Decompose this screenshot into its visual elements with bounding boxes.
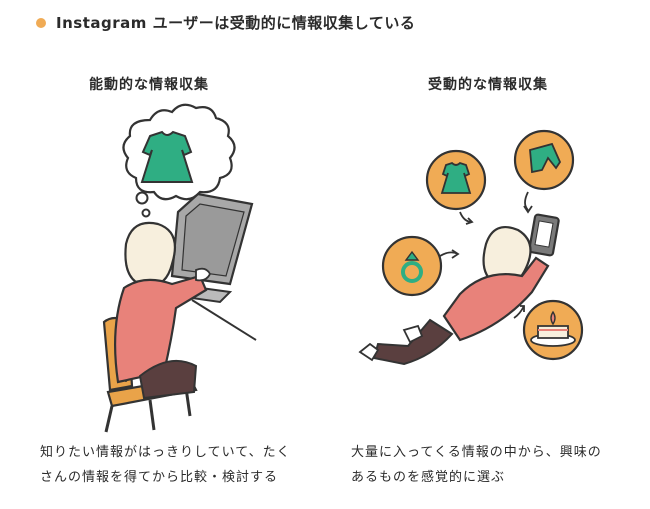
left-caption-line-2: さんの情報を得てから比較・検討する — [40, 470, 279, 485]
right-caption-line-1: 大量に入ってくる情報の中から、興味の — [351, 445, 602, 460]
ring-bubble-icon[interactable] — [381, 235, 443, 297]
title-row: Instagram ユーザーは受動的に情報収集している — [36, 12, 415, 33]
right-panel-heading: 受動的な情報収集 — [428, 77, 548, 93]
dress-bubble-icon[interactable] — [425, 149, 487, 211]
left-caption-line-1: 知りたい情報がはっきりしていて、たく — [40, 445, 291, 460]
bullet-dot — [36, 17, 46, 28]
seated-woman-figure — [114, 221, 212, 400]
left-panel-heading: 能動的な情報収集 — [89, 77, 209, 93]
laptop-icon — [162, 192, 254, 304]
smartphone-icon — [528, 213, 560, 257]
arrows — [439, 191, 533, 319]
dress-icon — [140, 130, 194, 183]
jeans-bubble-icon[interactable] — [513, 129, 575, 191]
right-caption: 大量に入ってくる情報の中から、興味の あるものを感覚的に選ぶ — [351, 440, 602, 490]
page-title: Instagram ユーザーは受動的に情報収集している — [56, 14, 416, 32]
cake-bubble-icon[interactable] — [522, 299, 584, 361]
left-caption: 知りたい情報がはっきりしていて、たく さんの情報を得てから比較・検討する — [40, 440, 291, 490]
floating-woman-figure — [358, 226, 550, 366]
desk-line — [191, 299, 257, 341]
right-caption-line-2: あるものを感覚的に選ぶ — [351, 470, 506, 485]
